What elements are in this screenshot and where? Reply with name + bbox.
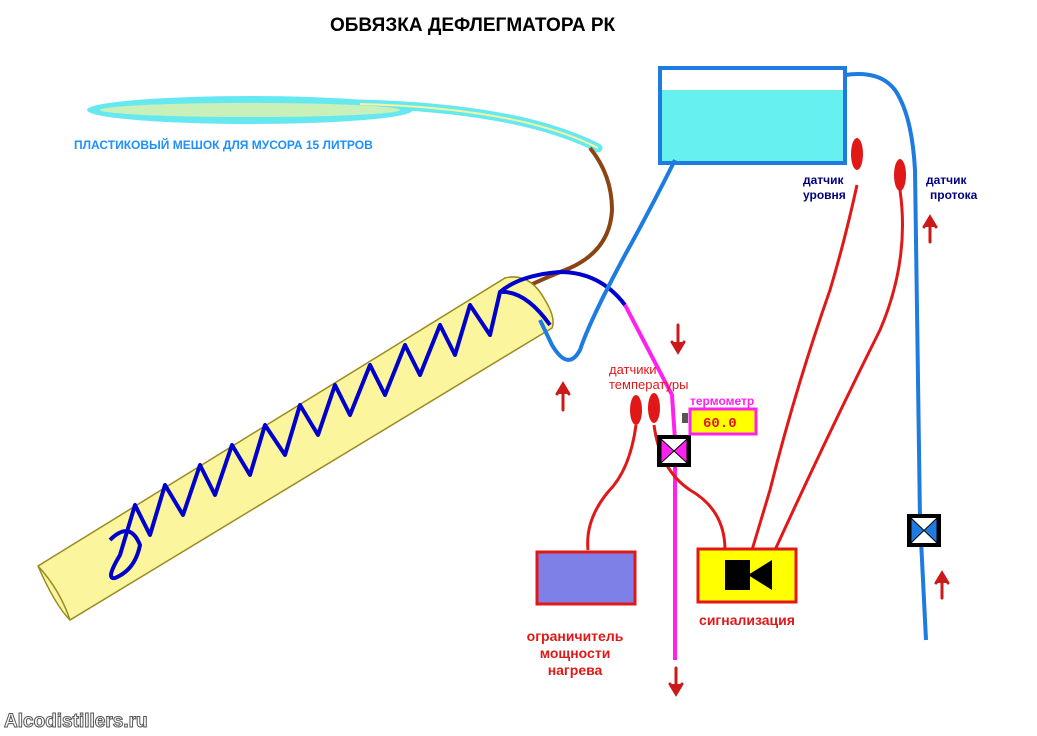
product-line: [623, 304, 677, 660]
power-limiter-box: [535, 550, 637, 606]
level-sensor-icon: [851, 138, 863, 170]
page-title: ОБВЯЗКА ДЕФЛЕГМАТОРА РК: [330, 15, 616, 36]
arrow-down-icon: [668, 666, 684, 697]
watermark: Alcodistillers.ru: [4, 711, 148, 732]
plastic-bag: [87, 96, 603, 153]
power-limiter-label-line3: нагрева: [548, 662, 603, 678]
product-valve-icon: [657, 435, 691, 467]
temp-sensors-label-line1: датчики: [609, 362, 656, 377]
temp-sensors-label-line2: температуры: [609, 377, 688, 392]
temp-sensor-2-icon: [648, 393, 660, 423]
thermometer-value: 60.0: [703, 416, 737, 432]
flow-line: [844, 72, 928, 641]
flow-sensor-label-line2: протока: [930, 188, 978, 202]
arrow-up-icon: [934, 570, 950, 600]
water-supply-line: [538, 159, 677, 362]
alarm-box: [696, 547, 798, 604]
bag-label: ПЛАСТИКОВЫЙ МЕШОК ДЛЯ МУСОРА 15 ЛИТРОВ: [74, 137, 373, 152]
arrow-down-icon: [670, 323, 686, 355]
thermometer-label: термометр: [690, 394, 754, 408]
flow-sensor-icon: [894, 159, 906, 191]
power-limiter-label-line1: ограничитель: [527, 628, 624, 644]
level-sensor-label-line2: уровня: [803, 188, 846, 202]
alarm-label: сигнализация: [699, 612, 795, 628]
flow-valve-icon: [907, 514, 941, 547]
sensor-wires: [586, 184, 904, 551]
thermometer: [682, 407, 758, 436]
level-sensor-label-line1: датчик: [803, 173, 845, 187]
flow-arrows: [555, 214, 950, 697]
arrow-up-icon: [922, 214, 938, 244]
flow-sensor-label-line1: датчик: [926, 173, 968, 187]
power-limiter-label-line2: мощности: [540, 645, 611, 661]
drain-line: [519, 146, 615, 292]
arrow-up-icon: [555, 381, 571, 412]
temp-sensor-1-icon: [630, 395, 642, 425]
water-tank: [658, 66, 847, 165]
dephlegmator-tube: [37, 276, 554, 621]
